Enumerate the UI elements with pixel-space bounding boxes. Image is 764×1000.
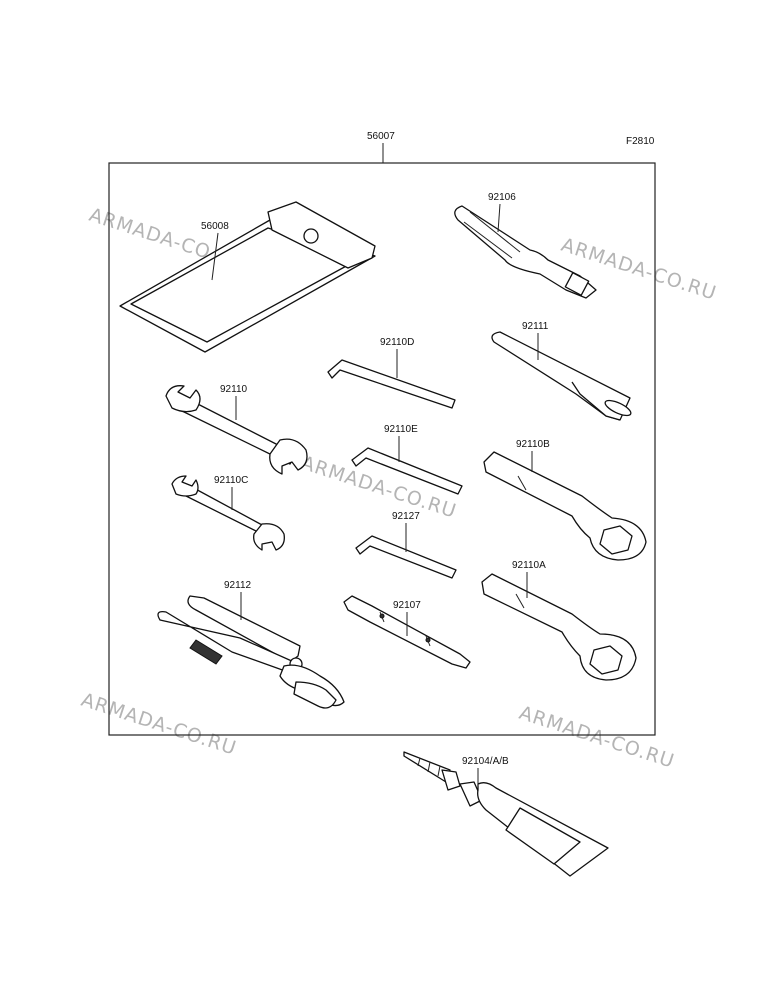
tool-pouch xyxy=(119,201,376,353)
figure-code: F2810 xyxy=(626,136,655,147)
hex-key-d xyxy=(327,359,456,409)
open-wrench-92110 xyxy=(165,385,308,475)
label-92110D: 92110D xyxy=(380,337,414,348)
box-wrench-b xyxy=(483,451,647,561)
pliers xyxy=(157,595,345,709)
label-92110A: 92110A xyxy=(512,560,546,571)
label-92110B: 92110B xyxy=(516,439,550,450)
label-92111: 92111 xyxy=(522,321,549,332)
label-56008: 56008 xyxy=(201,221,229,232)
open-wrench-92110c xyxy=(171,475,285,551)
label-92112: 92112 xyxy=(224,580,252,591)
label-92106: 92106 xyxy=(488,192,516,203)
extension-bar xyxy=(491,331,632,421)
hex-key-92127 xyxy=(355,535,457,579)
box-wrench-a xyxy=(481,573,637,681)
watermark-4: ARMADA-CO.RU xyxy=(78,689,239,760)
grease-tube xyxy=(403,751,609,877)
label-92110: 92110 xyxy=(220,384,248,395)
kit-label: 56007 xyxy=(367,131,395,142)
label-92104: 92104/A/B xyxy=(462,756,509,767)
kit-frame xyxy=(108,162,656,736)
label-92127: 92127 xyxy=(392,511,420,522)
label-92110C: 92110C xyxy=(214,475,248,486)
label-92107: 92107 xyxy=(393,600,421,611)
label-92110E: 92110E xyxy=(384,424,418,435)
watermark-5: ARMADA-CO.RU xyxy=(516,702,677,773)
hex-key-e xyxy=(351,447,463,495)
screwdriver-handle xyxy=(454,205,597,299)
